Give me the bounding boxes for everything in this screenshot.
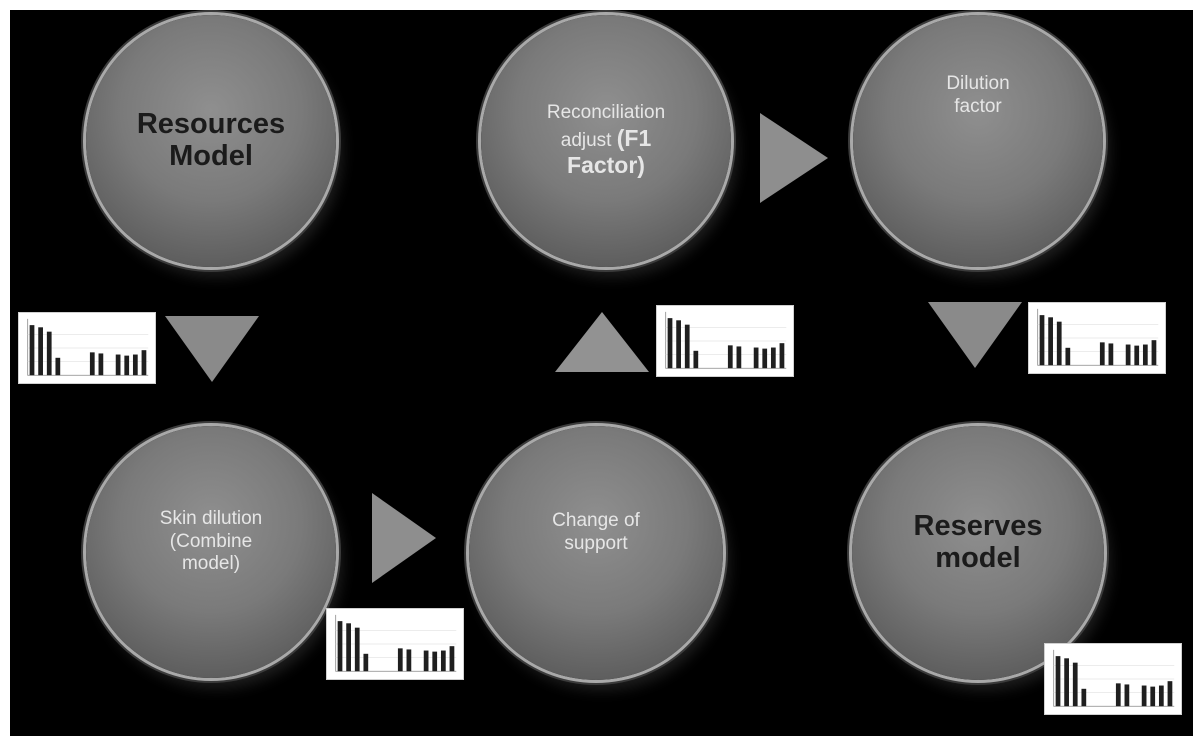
mini-chart-bar — [89, 352, 95, 376]
node-skin-dilution-label: Skin dilution (Combine model) — [159, 507, 263, 575]
mini-chart-bar — [346, 623, 351, 672]
node-reserves-model: Reserves model — [852, 426, 1104, 680]
mini-chart-bar — [55, 357, 61, 376]
mini-chart-bar — [38, 327, 43, 376]
mini-chart-bar — [115, 354, 121, 376]
mini-chart-bar — [1158, 685, 1164, 707]
node-change-of-support-label: Change of support — [552, 510, 640, 554]
arrow-reconciliation-to-dilution — [760, 113, 828, 203]
mini-bar-chart — [665, 311, 787, 369]
chart-thumbnail-4 — [326, 608, 464, 680]
node-skin-dilution: Skin dilution (Combine model) — [86, 426, 336, 678]
mini-chart-bar — [440, 650, 446, 672]
mini-chart-bar — [337, 621, 343, 672]
mini-chart-bar — [1124, 684, 1130, 707]
mini-chart-axes — [27, 318, 149, 376]
mini-chart-bar — [1134, 345, 1140, 366]
mini-chart-bar — [736, 346, 742, 369]
node-dilution-factor-label: Dilution factor — [946, 73, 1010, 117]
mini-chart-bar — [676, 320, 681, 369]
arrow-dilution-to-reserves — [928, 302, 1022, 368]
mini-chart-bar — [132, 354, 138, 376]
mini-chart-bar — [1039, 315, 1045, 366]
node-dilution-factor: Dilution factor — [853, 15, 1103, 267]
mini-chart-bar — [1125, 344, 1131, 366]
chart-thumbnail-1 — [18, 312, 156, 384]
mini-chart-bar — [354, 627, 360, 672]
mini-chart-bar — [1072, 662, 1078, 707]
mini-chart-bar — [397, 648, 403, 672]
mini-bar-chart — [335, 614, 457, 672]
mini-chart-axes — [335, 614, 457, 672]
mini-chart-bar — [1055, 656, 1061, 707]
mini-chart-bar — [1099, 342, 1105, 366]
mini-chart-axes — [665, 311, 787, 369]
mini-chart-bar — [1142, 344, 1148, 366]
mini-chart-bar — [98, 353, 104, 376]
mini-chart-axes — [1037, 308, 1159, 366]
mini-chart-bar — [363, 653, 369, 672]
mini-chart-bar — [124, 355, 130, 376]
node-change-of-support: Change of support — [469, 426, 723, 680]
mini-chart-bar — [46, 331, 52, 376]
mini-chart-bar — [1056, 321, 1062, 366]
mini-chart-bar — [1065, 347, 1071, 366]
mini-chart-bar — [1150, 686, 1156, 707]
mini-bar-chart — [27, 318, 149, 376]
mini-chart-bar — [406, 649, 412, 672]
mini-chart-bar — [727, 345, 733, 369]
chart-thumbnail-3 — [1028, 302, 1166, 374]
mini-chart-bar — [1064, 658, 1069, 707]
mini-chart-bar — [432, 651, 438, 672]
mini-chart-bar — [141, 350, 147, 376]
mini-chart-bar — [667, 318, 673, 369]
mini-chart-bar — [449, 646, 455, 672]
arrow-skin-dilution-to-change-of-support — [372, 493, 436, 583]
mini-bar-chart — [1053, 649, 1175, 707]
mini-chart-bar — [423, 650, 429, 672]
chart-thumbnail-2 — [656, 305, 794, 377]
mini-chart-axes — [1053, 649, 1175, 707]
node-reserves-model-label: Reserves model — [913, 510, 1043, 574]
mini-chart-bar — [1081, 688, 1087, 707]
mini-chart-bar — [1141, 685, 1147, 707]
mini-chart-bar — [29, 325, 35, 376]
mini-chart-bar — [1048, 317, 1053, 366]
mini-chart-bar — [1151, 340, 1157, 366]
mini-chart-bar — [779, 343, 785, 369]
mini-chart-bar — [1115, 683, 1121, 707]
arrow-change-of-support-to-reconciliation — [555, 312, 649, 372]
mini-chart-bar — [1108, 343, 1114, 366]
mini-bar-chart — [1037, 308, 1159, 366]
node-resources-model: Resources Model — [86, 15, 336, 267]
chart-thumbnail-5 — [1044, 643, 1182, 715]
mini-chart-bar — [1167, 681, 1173, 707]
mini-chart-bar — [770, 347, 776, 369]
mini-chart-bar — [693, 350, 699, 369]
arrow-resources-to-skin-dilution — [165, 316, 259, 382]
mini-chart-bar — [762, 348, 768, 369]
mini-chart-bar — [753, 347, 759, 369]
node-resources-model-label: Resources Model — [136, 108, 286, 172]
mini-chart-bar — [684, 324, 690, 369]
